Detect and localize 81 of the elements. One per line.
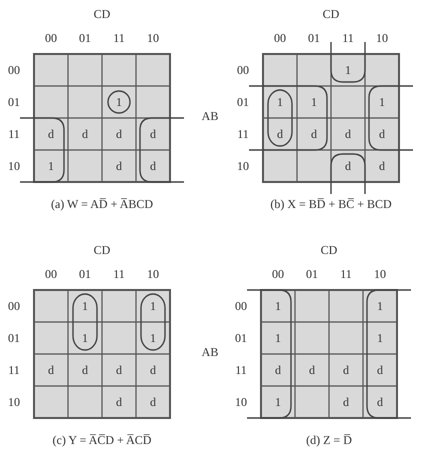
row-header: 00 [234, 299, 248, 313]
variable-label: CD [92, 7, 112, 21]
row-header: 01 [7, 95, 21, 109]
cell-value: d [47, 363, 55, 377]
cell-value: d [47, 127, 55, 141]
cell-value: d [149, 363, 157, 377]
cell-value: 1 [149, 331, 157, 345]
variable-label: CD [322, 7, 340, 21]
column-header: 01 [78, 31, 92, 45]
cell-value: d [81, 127, 89, 141]
cell-value: 1 [274, 395, 282, 409]
cell-value: d [115, 159, 123, 173]
cell-value: d [378, 159, 386, 173]
cell-value: d [149, 159, 157, 173]
cell-value: 1 [115, 95, 123, 109]
column-header: 10 [146, 267, 160, 281]
column-header: 10 [146, 31, 160, 45]
row-header: 11 [234, 363, 248, 377]
cell-value: 1 [344, 63, 352, 77]
column-header: 01 [307, 31, 321, 45]
column-header: 00 [44, 267, 58, 281]
cell-value: d [378, 127, 386, 141]
variable-label: AB [200, 345, 220, 359]
column-header: 01 [305, 267, 319, 281]
cell-value: d [342, 363, 350, 377]
cell-value: 1 [81, 299, 89, 313]
cell-value: d [376, 363, 384, 377]
cell-value: d [115, 363, 123, 377]
row-header: 01 [7, 331, 21, 345]
cell-value: 1 [376, 299, 384, 313]
variable-label: CD [92, 243, 112, 257]
row-header: 01 [236, 95, 250, 109]
column-header: 11 [339, 267, 353, 281]
column-header: 11 [112, 267, 126, 281]
cell-value: d [81, 363, 89, 377]
cell-value: d [344, 159, 352, 173]
caption: (d) Z = D̅ [305, 433, 353, 447]
cell-value: d [376, 395, 384, 409]
column-header: 01 [78, 267, 92, 281]
cell-value: 1 [310, 95, 318, 109]
cell-value: d [149, 127, 157, 141]
row-header: 11 [7, 127, 21, 141]
row-header: 00 [7, 299, 21, 313]
caption: (a) W = AD̅ + A̅BCD [50, 197, 154, 211]
row-header: 00 [7, 63, 21, 77]
row-header: 10 [7, 395, 21, 409]
cell-value: d [149, 395, 157, 409]
column-header: 11 [341, 31, 355, 45]
cell-value: 1 [81, 331, 89, 345]
cell-value: d [344, 127, 352, 141]
cell-value: 1 [149, 299, 157, 313]
cell-value: d [308, 363, 316, 377]
cell-value: 1 [378, 95, 386, 109]
variable-label: AB [200, 109, 220, 123]
row-header: 11 [7, 363, 21, 377]
caption: (b) X = BD̅ + BC̅ + BCD [269, 197, 393, 211]
caption: (c) Y = A̅C̅D + A̅CD̅ [52, 433, 152, 447]
row-header: 10 [234, 395, 248, 409]
cell-value: 1 [274, 299, 282, 313]
cell-value: d [276, 127, 284, 141]
column-header: 10 [375, 31, 389, 45]
row-header: 11 [236, 127, 250, 141]
row-header: 10 [236, 159, 250, 173]
cell-value: 1 [274, 331, 282, 345]
column-header: 00 [44, 31, 58, 45]
cell-value: d [274, 363, 282, 377]
cell-value: d [310, 127, 318, 141]
row-header: 00 [236, 63, 250, 77]
cell-value: d [115, 127, 123, 141]
column-header: 11 [112, 31, 126, 45]
row-header: 10 [7, 159, 21, 173]
row-header: 01 [234, 331, 248, 345]
column-header: 00 [273, 31, 287, 45]
cell-value: 1 [276, 95, 284, 109]
cell-value: 1 [376, 331, 384, 345]
column-header: 10 [373, 267, 387, 281]
cell-value: d [342, 395, 350, 409]
column-header: 00 [271, 267, 285, 281]
cell-value: 1 [47, 159, 55, 173]
cell-value: d [115, 395, 123, 409]
variable-label: CD [320, 243, 338, 257]
